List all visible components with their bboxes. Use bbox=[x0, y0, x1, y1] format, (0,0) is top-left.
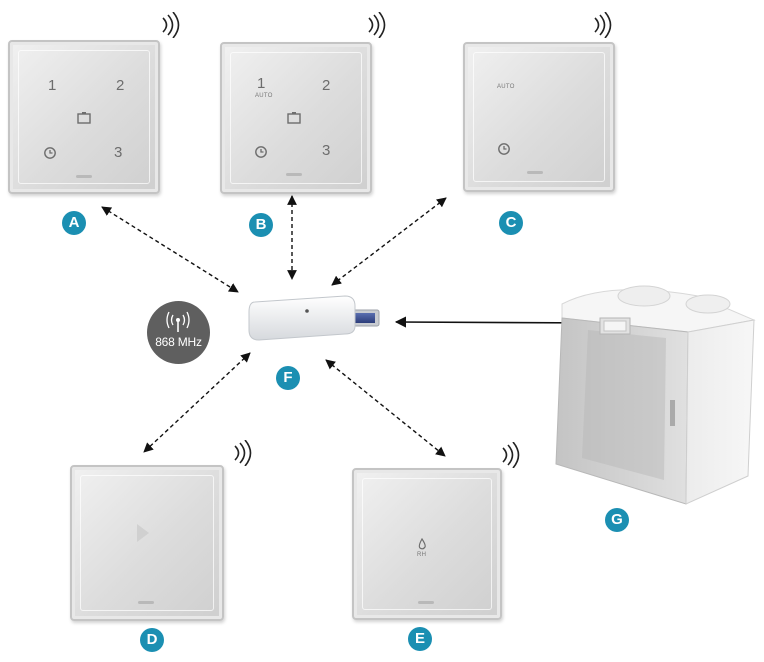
device-b-panel: 1 AUTO 2 3 bbox=[220, 42, 372, 194]
wireless-signal-icon bbox=[368, 12, 386, 38]
away-icon bbox=[287, 112, 301, 124]
timer-icon bbox=[44, 147, 56, 159]
wireless-signal-icon bbox=[234, 440, 252, 466]
link-a-f bbox=[101, 206, 239, 293]
auto-label: AUTO bbox=[255, 93, 273, 99]
label-badge-d: D bbox=[140, 628, 164, 652]
antenna-icon bbox=[166, 311, 190, 332]
label-badge-f: F bbox=[276, 366, 300, 390]
device-d-panel bbox=[70, 465, 224, 621]
timer-icon bbox=[498, 143, 510, 155]
label-badge-b: B bbox=[249, 213, 273, 237]
ventilation-unit bbox=[555, 285, 756, 505]
rh-label: RH bbox=[417, 552, 427, 558]
button-3-label: 3 bbox=[322, 142, 331, 159]
button-3-label: 3 bbox=[114, 144, 123, 161]
play-icon bbox=[137, 524, 149, 542]
wireless-signal-icon bbox=[594, 12, 612, 38]
wireless-signal-icon bbox=[502, 442, 520, 468]
device-c-panel: AUTO bbox=[463, 42, 615, 192]
label-badge-g: G bbox=[605, 508, 629, 532]
timer-icon bbox=[255, 146, 267, 158]
away-icon bbox=[77, 112, 91, 124]
link-c-f bbox=[331, 197, 447, 286]
frequency-text: 868 MHz bbox=[155, 335, 202, 349]
label-badge-e: E bbox=[408, 627, 432, 651]
button-2-label: 2 bbox=[116, 77, 125, 94]
humidity-drop-icon bbox=[418, 538, 426, 550]
wireless-signal-icon bbox=[162, 12, 180, 38]
link-e-f bbox=[325, 359, 446, 457]
frequency-badge: 868 MHz bbox=[147, 301, 210, 364]
device-e-panel: RH bbox=[352, 468, 502, 620]
device-a-panel: 1 2 3 bbox=[8, 40, 160, 194]
button-2-label: 2 bbox=[322, 77, 331, 94]
link-d-f bbox=[143, 352, 251, 453]
label-badge-a: A bbox=[62, 211, 86, 235]
button-1-label: 1 bbox=[48, 77, 57, 94]
usb-radio-stick bbox=[248, 295, 380, 341]
button-1-label: 1 bbox=[257, 75, 266, 92]
label-badge-c: C bbox=[499, 211, 523, 235]
auto-label: AUTO bbox=[497, 84, 515, 90]
